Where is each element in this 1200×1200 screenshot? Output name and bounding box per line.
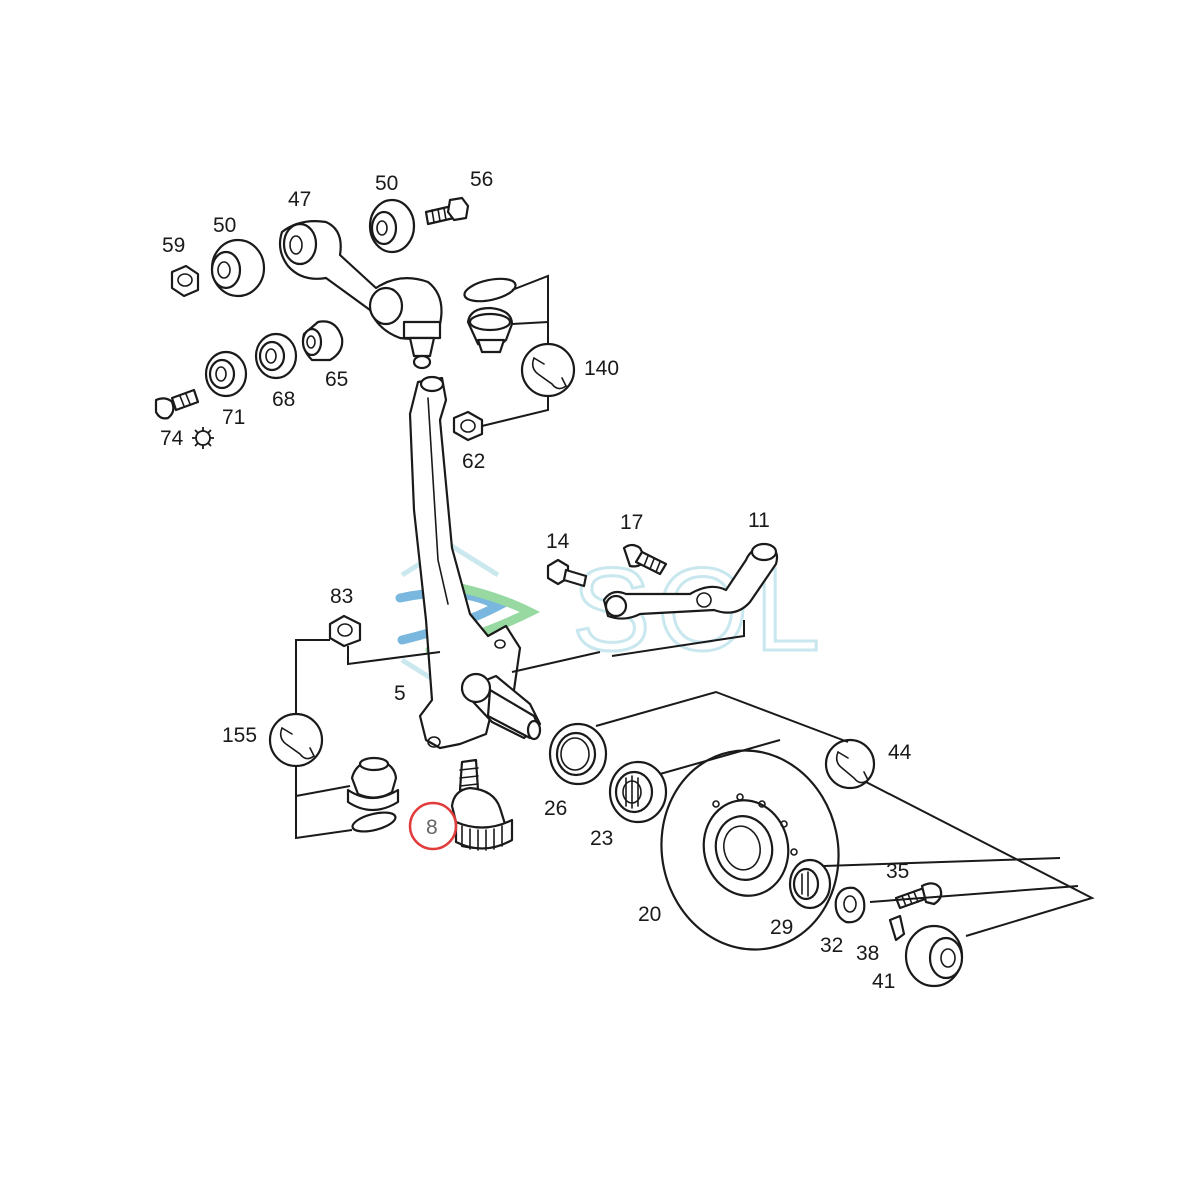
part-29-bearing <box>788 858 832 910</box>
part-68-washer <box>254 332 298 380</box>
label-44: 44 <box>888 741 912 764</box>
part-47-upper-control-arm <box>278 220 443 370</box>
part-155-ball-joint-kit <box>346 756 400 833</box>
label-41: 41 <box>872 970 895 993</box>
part-17-bolt <box>622 543 668 576</box>
label-11: 11 <box>748 509 770 532</box>
label-8: 8 <box>426 816 438 839</box>
label-23: 23 <box>590 827 613 850</box>
part-26-seal <box>548 722 608 786</box>
bracket-44 <box>595 690 1095 937</box>
part-71-washer <box>204 350 248 398</box>
part-14-bolt <box>546 558 588 588</box>
label-71: 71 <box>222 406 245 429</box>
bracket-140 <box>481 274 549 427</box>
label-65: 65 <box>325 368 348 391</box>
part-62-nut <box>452 410 484 442</box>
label-32: 32 <box>820 934 843 957</box>
part-41-hub-cap <box>904 924 964 988</box>
part-65-sleeve <box>301 320 344 362</box>
label-29: 29 <box>770 916 793 939</box>
label-140: 140 <box>584 357 619 380</box>
label-59: 59 <box>162 234 185 257</box>
label-20: 20 <box>638 903 661 926</box>
part-35-screw <box>894 882 943 910</box>
label-68: 68 <box>272 388 295 411</box>
label-35: 35 <box>886 860 909 883</box>
part-8-ball-joint <box>450 758 514 851</box>
label-50-left: 50 <box>213 214 236 237</box>
label-74: 74 <box>160 427 184 450</box>
gear-icon <box>192 427 214 449</box>
part-140-ball-joint-kit <box>463 277 517 354</box>
wrench-icon <box>824 738 876 790</box>
part-59-nut <box>170 264 200 298</box>
bracket-83 <box>347 646 441 666</box>
part-32-clamp-nut <box>834 886 866 924</box>
label-17: 17 <box>620 511 643 534</box>
label-38: 38 <box>856 942 879 965</box>
wrench-icon <box>268 712 324 768</box>
part-56-bolt <box>424 196 470 226</box>
part-74-bolt <box>154 388 200 420</box>
label-83: 83 <box>330 585 353 608</box>
part-38-pin <box>888 914 906 942</box>
part-11-steering-arm <box>602 542 779 620</box>
part-83-nut <box>328 614 362 648</box>
highlight-circle-part-8 <box>408 801 458 851</box>
label-5: 5 <box>394 682 406 705</box>
bracket-155 <box>295 639 353 840</box>
part-50-bushing-left <box>210 238 266 298</box>
part-50-bushing-right <box>368 198 416 254</box>
wrench-icon <box>520 342 576 398</box>
label-50-right: 50 <box>375 172 398 195</box>
label-56: 56 <box>470 168 493 191</box>
label-47: 47 <box>288 188 311 211</box>
bracket-steering-arm <box>511 620 745 673</box>
label-155: 155 <box>222 724 257 747</box>
label-14: 14 <box>546 530 570 553</box>
label-62: 62 <box>462 450 485 473</box>
part-5-steering-knuckle <box>408 375 542 750</box>
label-26: 26 <box>544 797 567 820</box>
part-23-bearing <box>608 760 668 824</box>
